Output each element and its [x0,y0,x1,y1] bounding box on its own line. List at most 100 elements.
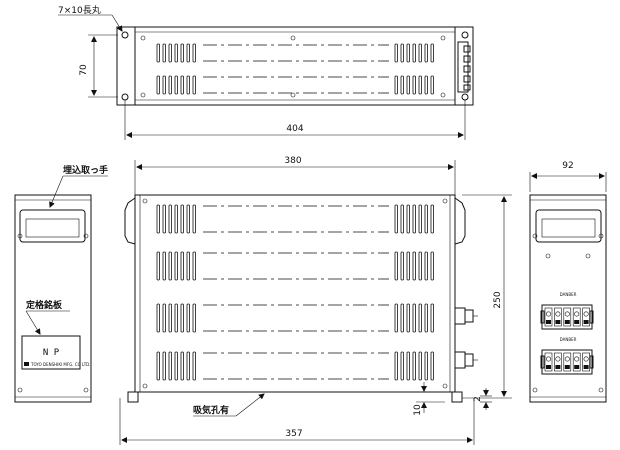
dim-2-label: 2 [473,396,483,402]
dim-92-label: 92 [562,161,573,171]
vent-slot [430,204,434,234]
vent-slot [412,75,416,95]
vent-slot [424,251,428,281]
right-side-body [529,194,607,403]
vent-slot [406,251,410,281]
vent-slot [174,251,178,281]
vent-slot [168,351,172,381]
vent-slot [406,204,410,234]
terminal-screw [554,352,562,372]
mount-hole [121,31,129,39]
terminal-block-lower: DANBER [540,337,594,375]
dim-380-label: 380 [284,156,301,166]
vent-slot [180,251,184,281]
vent-slot [156,251,160,281]
top-view: 7×10長丸 70 404 [58,4,474,140]
vent-slot [424,351,428,381]
vent-slot [186,43,190,63]
top-vent-rows [156,43,434,95]
terminal-screw [544,352,553,372]
vent-slot [192,75,196,95]
recessed-handle [535,209,602,243]
vent-slot [156,204,160,234]
vent-slot [418,303,422,333]
vent-slot [162,75,166,95]
mount-hole-label: 7×10長丸 [58,4,101,16]
vent-slot [180,43,184,63]
terminal-screw [544,307,553,327]
recessed-handle [19,209,86,243]
vent-slot [394,303,398,333]
vent-slot [186,75,190,95]
maker-text: TOYO DENSHIKI MFG. CO LTD. [30,362,91,367]
dim-10-label: 10 [413,404,423,416]
vent-slot [186,351,190,381]
terminal-screw [572,352,581,372]
vent-slot [174,351,178,381]
left-side-handle [124,197,136,245]
left-side-view: N P TOYO DENSHIKI MFG. CO LTD. 埋込取っ手 定格銘… [14,164,108,403]
vent-slot [430,251,434,281]
cable-gland-upper [454,307,478,325]
vent-slot [394,43,398,63]
vent-slot [156,303,160,333]
vent-slot [424,75,428,95]
vent-slot [412,43,416,63]
dim-250-label: 250 [493,291,503,308]
mount-hole [121,93,129,101]
vent-slot [156,351,160,381]
right-side-handle [454,197,466,245]
vent-slot [180,303,184,333]
vent-slot [168,75,172,95]
vent-slot [412,303,416,333]
front-vent-rows [156,204,434,381]
vent-slot [168,43,172,63]
vent-slot [394,251,398,281]
vent-slot [186,303,190,333]
vent-slot [162,204,166,234]
vent-slot [406,43,410,63]
vent-slot [174,75,178,95]
vent-slot [394,351,398,381]
terminal-label-upper: DANBER [560,292,577,297]
handle-label: 埋込取っ手 [63,164,108,176]
vent-slot [400,251,404,281]
top-terminal-block [457,41,471,93]
vent-slot [400,43,404,63]
vent-slot [192,43,196,63]
vent-slot [156,75,160,95]
vent-slot [430,75,434,95]
vent-slot [406,75,410,95]
vent-slot [156,43,160,63]
vent-slot [400,75,404,95]
vent-slot [418,251,422,281]
terminal-screw [563,307,572,327]
vent-slot [424,43,428,63]
vent-slot [424,204,428,234]
vent-slot [394,204,398,234]
vent-slot [168,204,172,234]
terminal-block-upper: DANBER [540,292,594,330]
front-body [134,194,456,393]
left-side-body [14,194,92,403]
dim-357-label: 357 [285,429,302,439]
vent-slot [400,303,404,333]
dim-70-label: 70 [79,64,89,76]
vent-slot [174,204,178,234]
vent-slot [412,251,416,281]
vent-slot [168,251,172,281]
vent-slot [174,43,178,63]
vent-slot [418,204,422,234]
nameplate-label: 定格銘板 [25,299,63,311]
terminal-screw [572,307,581,327]
vent-slot [430,43,434,63]
vent-slot [192,204,196,234]
vent-slot [186,204,190,234]
mount-hole [461,93,469,101]
vent-slot [192,303,196,333]
vent-slot [412,204,416,234]
vent-slot [418,351,422,381]
vent-slot [162,251,166,281]
foot [451,391,463,403]
vent-slot [174,303,178,333]
